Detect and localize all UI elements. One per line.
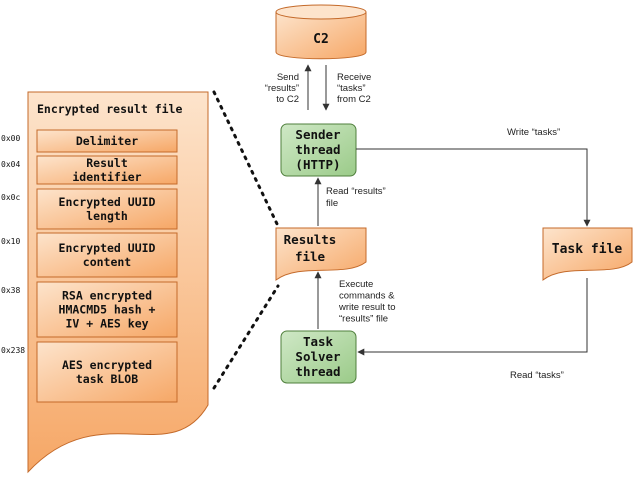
encrypted-file-title: Encrypted result file bbox=[37, 102, 182, 116]
c2-cylinder-body bbox=[275, 12, 367, 60]
task-file-label: Task file bbox=[552, 242, 623, 257]
results-file-shape bbox=[275, 227, 367, 281]
task-file-shape bbox=[542, 227, 633, 282]
field-label-line: length bbox=[86, 209, 128, 223]
field-box bbox=[36, 281, 178, 338]
field-label-line: content bbox=[83, 255, 132, 269]
receive-tasks-label: Receive“tasks”from C2 bbox=[337, 72, 371, 105]
send-results-line: to C2 bbox=[276, 94, 299, 105]
field-offset: 0x00 bbox=[1, 134, 20, 143]
execute-commands-line: write result to bbox=[338, 302, 396, 313]
execute-commands-line: Execute bbox=[339, 279, 373, 290]
execute-commands-line: commands & bbox=[339, 291, 395, 302]
receive-tasks-line: from C2 bbox=[337, 94, 371, 105]
field-box bbox=[36, 188, 178, 230]
field-box bbox=[36, 129, 178, 153]
write-tasks-arrow bbox=[356, 148, 591, 227]
field-box bbox=[36, 232, 178, 278]
field-label-line: HMACMD5 hash + bbox=[59, 303, 156, 317]
field-label-line: AES encrypted bbox=[62, 358, 152, 372]
read-results-line: Read “results” bbox=[326, 186, 386, 197]
field-label-line: RSA encrypted bbox=[62, 289, 152, 303]
field-label-line: identifier bbox=[72, 170, 141, 184]
results-file-label: Results file bbox=[284, 232, 337, 264]
sender-thread-line: Sender bbox=[295, 127, 341, 142]
field-offset: 0x38 bbox=[1, 286, 20, 295]
zoom-line-bottom bbox=[212, 284, 280, 390]
field-box bbox=[36, 155, 178, 185]
write-tasks-label: Write “tasks” bbox=[507, 127, 560, 138]
field-box bbox=[36, 341, 178, 403]
field-label-line: Result bbox=[86, 156, 128, 170]
receive-tasks-line: “tasks” bbox=[337, 83, 366, 94]
field-label-line: Encrypted UUID bbox=[59, 241, 156, 255]
send-results-line: “results” bbox=[265, 83, 299, 94]
field-offset: 0x10 bbox=[1, 237, 20, 246]
field-offset: 0x0c bbox=[1, 193, 20, 202]
task-solver-line: Task bbox=[303, 334, 334, 349]
execute-commands-line: “results” file bbox=[339, 314, 388, 325]
read-tasks-label: Read “tasks” bbox=[510, 370, 564, 381]
c2-label: C2 bbox=[313, 32, 329, 47]
read-results-label: Read “results”file bbox=[326, 186, 386, 209]
field-label-line: task BLOB bbox=[76, 372, 138, 386]
sender-thread-line: (HTTP) bbox=[295, 157, 340, 172]
field-offset: 0x238 bbox=[1, 346, 25, 355]
field-label-line: Delimiter bbox=[76, 134, 138, 148]
sender-thread-line: thread bbox=[295, 142, 340, 157]
send-results-line: Send bbox=[277, 72, 299, 83]
field-label-line: IV + AES key bbox=[65, 317, 148, 331]
send-results-label: Send“results”to C2 bbox=[265, 72, 299, 105]
field-offset: 0x04 bbox=[1, 160, 20, 169]
task-file: Task file bbox=[542, 227, 633, 282]
c2-cylinder-top bbox=[275, 4, 367, 20]
task-solver-line: Solver bbox=[295, 349, 341, 364]
zoom-line-top bbox=[212, 90, 280, 228]
task-solver-box bbox=[280, 330, 357, 384]
field-row: 0x00 Delimiter bbox=[1, 129, 178, 153]
receive-tasks-line: Receive bbox=[337, 72, 371, 83]
results-file-line: Results bbox=[284, 232, 337, 247]
read-results-line: file bbox=[326, 198, 338, 209]
sender-thread-box bbox=[280, 123, 357, 177]
results-file-line: file bbox=[295, 249, 326, 264]
c2-server: C2 bbox=[275, 4, 367, 60]
read-tasks-arrow bbox=[357, 278, 588, 356]
field-label-line: Encrypted UUID bbox=[59, 195, 156, 209]
task-solver-line: thread bbox=[295, 364, 340, 379]
results-file: Results file bbox=[275, 227, 367, 281]
